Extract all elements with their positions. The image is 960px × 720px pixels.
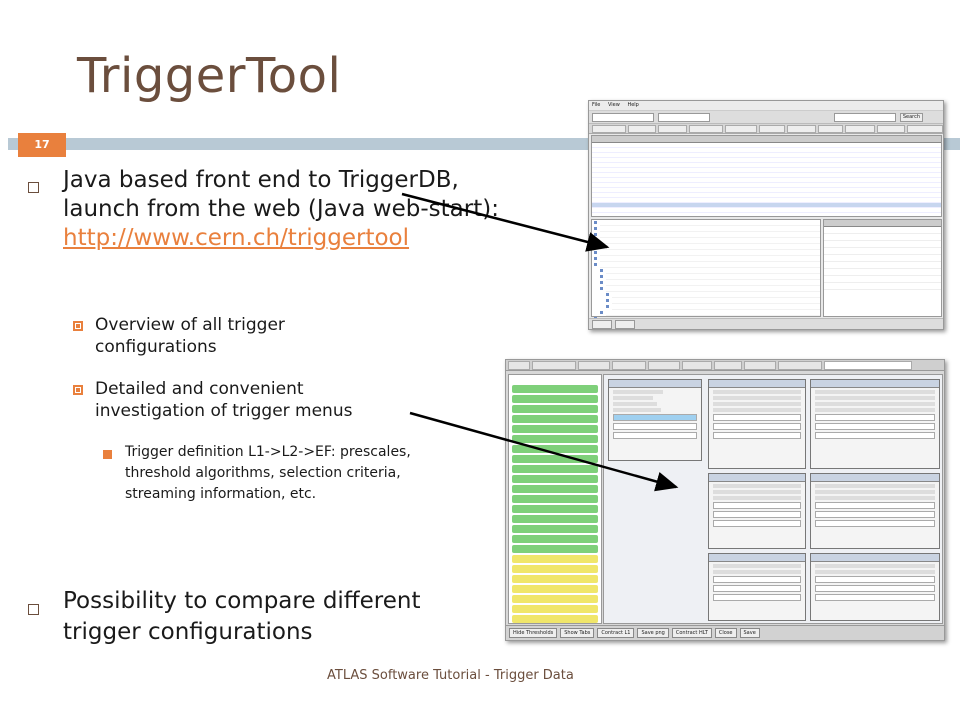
screenshot-config-table: [591, 135, 942, 217]
arrow-to-main-window: [401, 192, 610, 252]
sub-bullet-overview: Overview of all trigger configurations: [95, 315, 285, 357]
screenshot-dropdown: [592, 112, 654, 122]
screenshot-menu-graph: [603, 374, 943, 624]
arrow-to-menu-graph: [409, 411, 679, 492]
bullet-compare: Possibility to compare different trigger…: [63, 588, 421, 645]
contract-l1-button: Contract L1: [597, 628, 635, 638]
screenshot-search-button: Search: [899, 112, 923, 122]
trigger-menu-graph-screenshot: Hide Thresholds Show Tabs Contract L1 Sa…: [505, 359, 945, 641]
save-button: Save: [739, 628, 760, 638]
graph-node-ef-a: [810, 379, 940, 469]
screenshot-menu-bar: File View Help: [589, 101, 943, 111]
graph-node-l1: [608, 379, 702, 461]
contract-hlt-button: Contract HLT: [671, 628, 712, 638]
graph-node-ef-b: [810, 473, 940, 549]
sub-bullet-icon: [73, 385, 83, 395]
save-png-button: Save png: [637, 628, 669, 638]
screenshot-search-box: [833, 112, 896, 122]
screenshot-thresholds-list: [508, 374, 602, 640]
screenshot-chain-tree: [591, 219, 821, 322]
slide-number: 17: [18, 133, 66, 157]
header-bar-left: [8, 138, 18, 150]
close-button: Close: [714, 628, 737, 638]
sub-bullet-icon: [73, 321, 83, 331]
screenshot-properties-panel: [823, 219, 942, 317]
screenshot-graph-buttons: Hide Thresholds Show Tabs Contract L1 Sa…: [506, 625, 944, 640]
screenshot-tab-strip: [589, 124, 943, 134]
graph-node-l2-a: [708, 379, 806, 469]
menu-help: Help: [627, 102, 639, 108]
graph-node-l2-c: [708, 553, 806, 621]
sub-sub-bullet-definition: Trigger definition L1->L2->EF: prescales…: [125, 444, 411, 502]
graph-node-ef-c: [810, 553, 940, 621]
screenshot-filter-box: [658, 112, 710, 122]
menu-file: File: [592, 102, 601, 108]
screenshot-graph-tabs: [506, 360, 944, 371]
hide-thresholds-button: Hide Thresholds: [509, 628, 558, 638]
sub-bullet-detailed: Detailed and convenient investigation of…: [95, 379, 353, 421]
show-tabs-button: Show Tabs: [560, 628, 595, 638]
menu-view: View: [607, 102, 620, 108]
screenshot-toolbar: Search: [589, 111, 943, 124]
triggertool-main-screenshot: File View Help Search: [588, 100, 944, 330]
triggertool-link[interactable]: http://www.cern.ch/triggertool: [63, 225, 410, 251]
graph-node-l2-b: [708, 473, 806, 549]
sub-sub-bullet-icon: [103, 450, 112, 459]
slide-footer: ATLAS Software Tutorial - Trigger Data: [327, 668, 574, 683]
screenshot-status-bar: [589, 318, 943, 329]
slide-title: TriggerTool: [77, 48, 342, 104]
